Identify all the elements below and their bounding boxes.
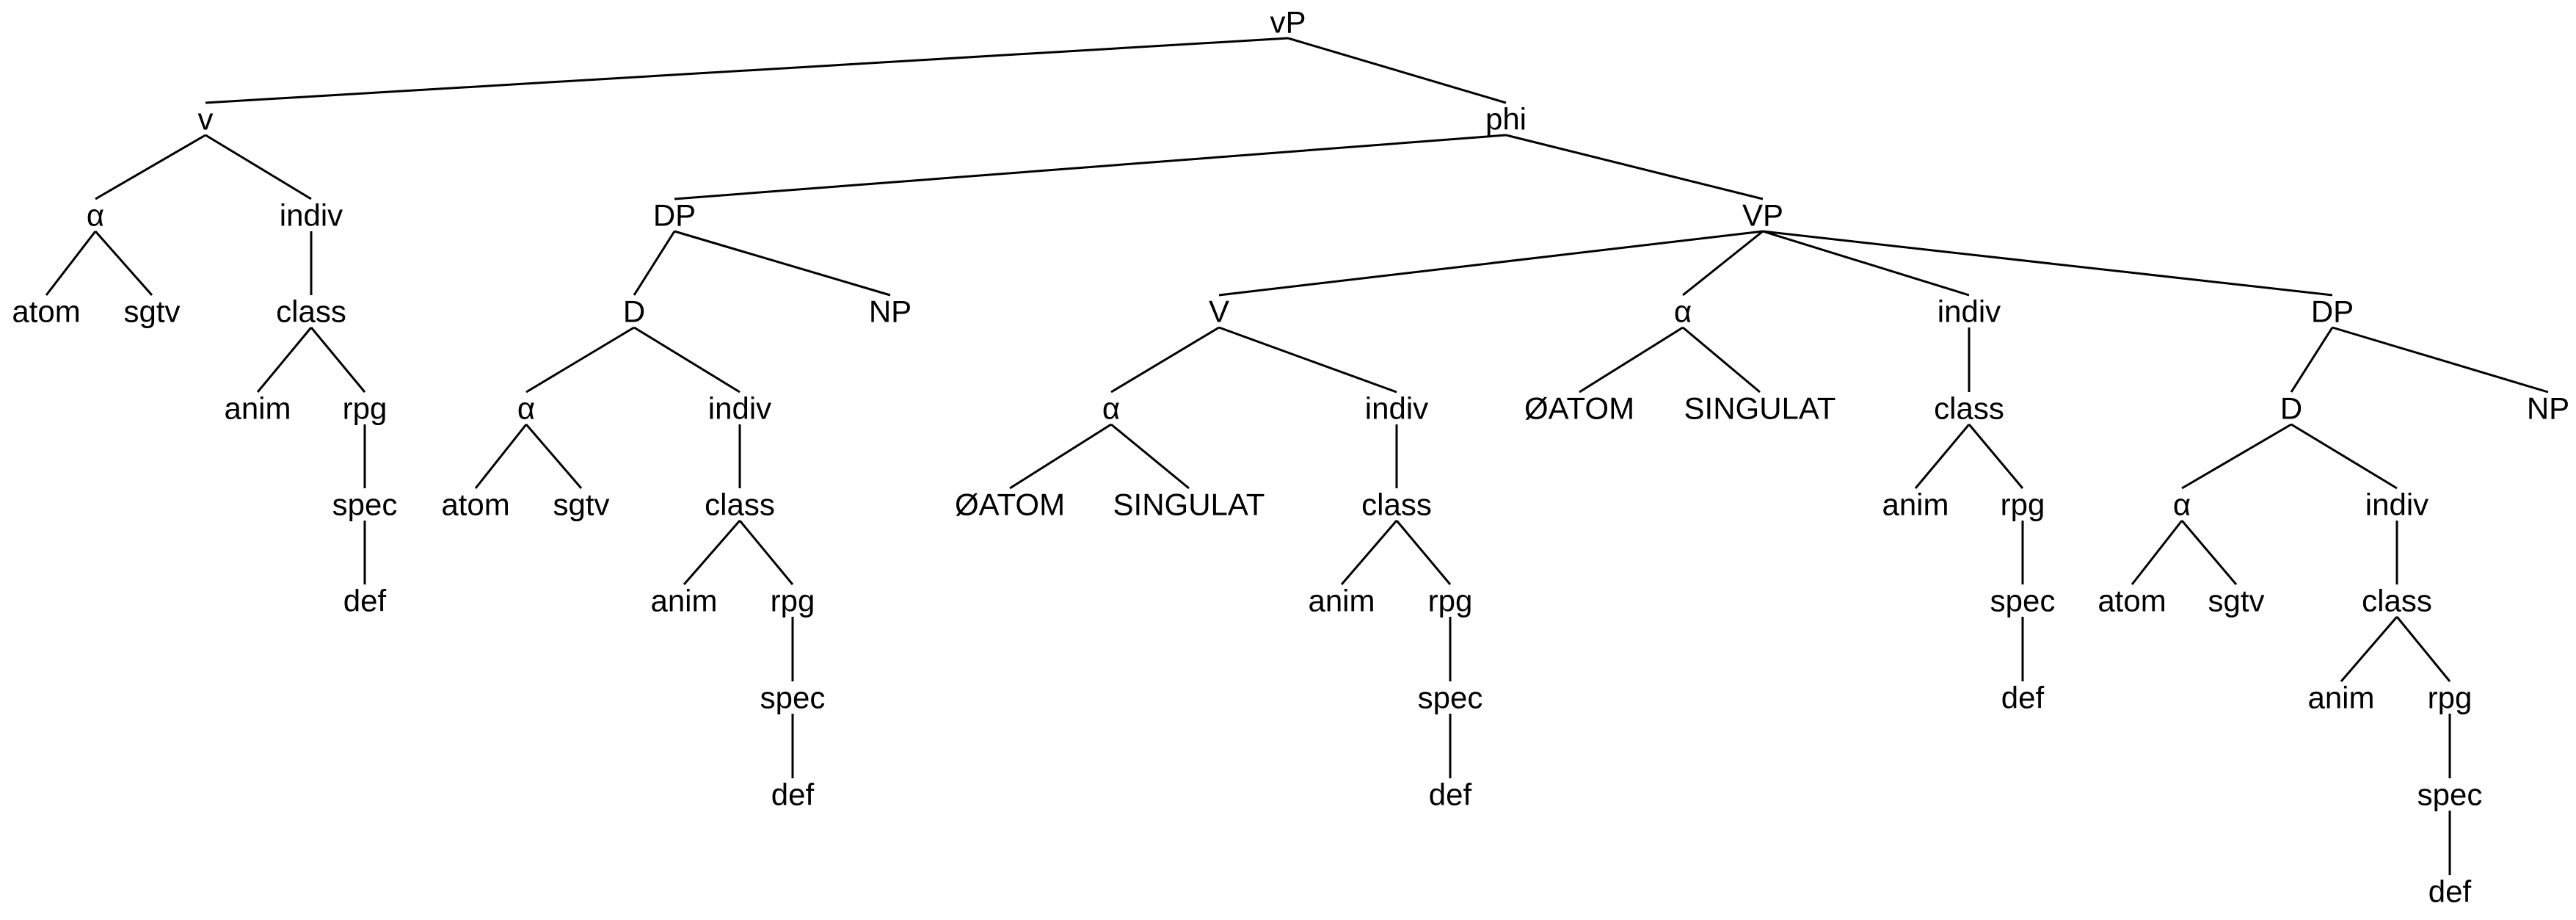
edge-dp1-alpha-to-dp1-sgtv <box>525 424 583 489</box>
node-dp1-atom-label: atom <box>441 488 509 522</box>
edge-v-class-to-v-anim <box>256 327 313 393</box>
node-dp1-spec-label: spec <box>760 681 826 715</box>
edge-dp2-class-to-dp2-rpg <box>2395 616 2451 682</box>
node-dp1-sgtv-label: sgtv <box>553 488 609 522</box>
edge-vp-to-v <box>205 37 1289 104</box>
node-v-indiv-label: indiv <box>1365 391 1428 426</box>
node-dp1-rpg-label: rpg <box>771 584 815 618</box>
edge-vp-class-to-vp-rpg <box>1968 424 2024 489</box>
edge-dp1-class-to-dp1-rpg <box>738 520 794 585</box>
node-v-anim-label: anim <box>1308 584 1375 618</box>
edge-vp-to-vp-alpha <box>1682 230 1764 297</box>
node-v-label: v <box>198 102 214 137</box>
node-dp1-anim-label: anim <box>650 584 717 618</box>
node-dp1-class-label: class <box>705 488 775 522</box>
node-dp2-indiv-label: indiv <box>2365 488 2428 522</box>
node-vp-rpg-label: rpg <box>2001 488 2045 522</box>
node-vp-anim-label: anim <box>1882 488 1949 522</box>
node-v-class-label: class <box>1361 488 1432 522</box>
edge-dp2-alpha-to-dp2-atom <box>2131 520 2183 585</box>
node-dp2-rpg-label: rpg <box>2428 681 2473 715</box>
node-v-indiv-label: indiv <box>280 198 343 233</box>
edge-v-alpha-to-v-oatom <box>1009 423 1112 490</box>
node-dp2-sgtv-label: sgtv <box>2208 584 2264 618</box>
node-dp2-label: DP <box>2311 294 2354 329</box>
edge-vp-to-dp2 <box>1762 230 2333 297</box>
edge-vp-alpha-to-vp-singulat <box>1682 326 1761 394</box>
node-dp2-class-label: class <box>2362 584 2432 618</box>
node-v-spec-label: spec <box>1418 681 1483 715</box>
edge-phi-to-dp1 <box>674 134 1507 200</box>
node-vp-class-label: class <box>1934 391 2004 426</box>
node-v-def-label: def <box>1429 778 1472 812</box>
node-vp-def-label: def <box>2001 681 2045 715</box>
node-dp2-spec-label: spec <box>2417 778 2483 812</box>
node-dp2-d-label: D <box>2280 391 2302 426</box>
tree-edges <box>45 37 2549 875</box>
edge-v-to-v-indiv <box>1218 326 1397 394</box>
node-dp2-alpha-label: α <box>2173 488 2191 522</box>
edge-dp2-d-to-dp2-indiv <box>2291 423 2398 490</box>
node-dp2-anim-label: anim <box>2307 681 2374 715</box>
edge-v-to-v-alpha <box>1110 326 1220 394</box>
node-v-def-label: def <box>343 584 387 618</box>
node-v-class-label: class <box>276 294 346 329</box>
node-v-alpha-label: α <box>87 198 104 233</box>
edge-dp1-d-to-dp1-indiv <box>633 326 741 394</box>
edge-dp1-alpha-to-dp1-atom <box>474 424 528 489</box>
node-v-spec-label: spec <box>332 488 398 522</box>
node-v-oatom-label: ØATOM <box>955 488 1065 522</box>
node-dp2-def-label: def <box>2428 874 2472 909</box>
edge-phi-to-vp <box>1505 134 1764 200</box>
node-v-label: V <box>1209 294 1229 329</box>
node-dp1-alpha-label: α <box>517 391 535 426</box>
edge-dp1-to-dp1-np <box>674 230 891 297</box>
node-dp2-atom-label: atom <box>2097 584 2166 618</box>
node-dp1-label: DP <box>653 198 696 233</box>
edge-v-to-v-indiv <box>205 134 312 200</box>
node-dp1-indiv-label: indiv <box>708 391 771 426</box>
edge-v-alpha-to-v-alpha-sgtv <box>94 231 153 296</box>
node-phi-label: phi <box>1485 102 1527 137</box>
node-vp-spec-label: spec <box>1990 584 2056 618</box>
edge-vp-to-v <box>1218 230 1764 297</box>
tree-nodes: vP v α atom sgtv indiv class anim rpg spec def phiD… <box>12 5 2569 909</box>
node-vp-singulat-label: SINGULAT <box>1684 391 1836 426</box>
node-v-alpha-sgtv-label: sgtv <box>123 294 180 329</box>
node-v-rpg-label: rpg <box>1428 584 1473 618</box>
node-dp2-np-label: NP <box>2527 391 2569 426</box>
edge-v-alpha-to-v-alpha-atom <box>45 231 97 296</box>
edge-dp2-alpha-to-dp2-sgtv <box>2180 520 2238 585</box>
edge-v-alpha-to-v-singulat <box>1110 423 1190 490</box>
node-dp1-d-label: D <box>623 294 645 329</box>
edge-vp-to-phi <box>1287 37 1507 104</box>
node-v-alpha-atom-label: atom <box>12 294 80 329</box>
edge-dp2-d-to-dp2-alpha <box>2181 423 2292 490</box>
node-v-anim-label: anim <box>224 391 291 426</box>
node-v-rpg-label: rpg <box>343 391 388 426</box>
edge-vp-class-to-vp-anim <box>1914 424 1971 489</box>
edge-v-class-to-v-rpg <box>1395 520 1452 585</box>
edge-dp1-d-to-dp1-alpha <box>525 326 635 394</box>
edge-v-class-to-v-anim <box>1340 520 1398 585</box>
node-vp-oatom-label: ØATOM <box>1524 391 1634 426</box>
node-v-alpha-label: α <box>1102 391 1120 426</box>
edge-v-class-to-v-rpg <box>310 327 366 393</box>
edge-vp-to-vp-indiv <box>1762 230 1970 297</box>
node-dp1-np-label: NP <box>869 294 912 329</box>
node-dp1-def-label: def <box>771 778 815 812</box>
edge-v-to-v-alpha <box>95 134 206 200</box>
edge-dp1-class-to-dp1-anim <box>683 520 741 585</box>
node-vp-label: VP <box>1742 198 1783 233</box>
edge-dp1-to-dp1-d <box>633 231 676 296</box>
edge-vp-alpha-to-vp-oatom <box>1579 326 1684 394</box>
node-vp-alpha-label: α <box>1674 294 1692 329</box>
node-v-singulat-label: SINGULAT <box>1113 488 1265 522</box>
node-vp-indiv-label: indiv <box>1938 294 2001 329</box>
edge-dp2-to-dp2-d <box>2290 327 2334 393</box>
edge-dp2-to-dp2-np <box>2332 326 2549 394</box>
edge-dp2-class-to-dp2-anim <box>2340 616 2398 682</box>
node-vp-label: vP <box>1270 5 1306 40</box>
